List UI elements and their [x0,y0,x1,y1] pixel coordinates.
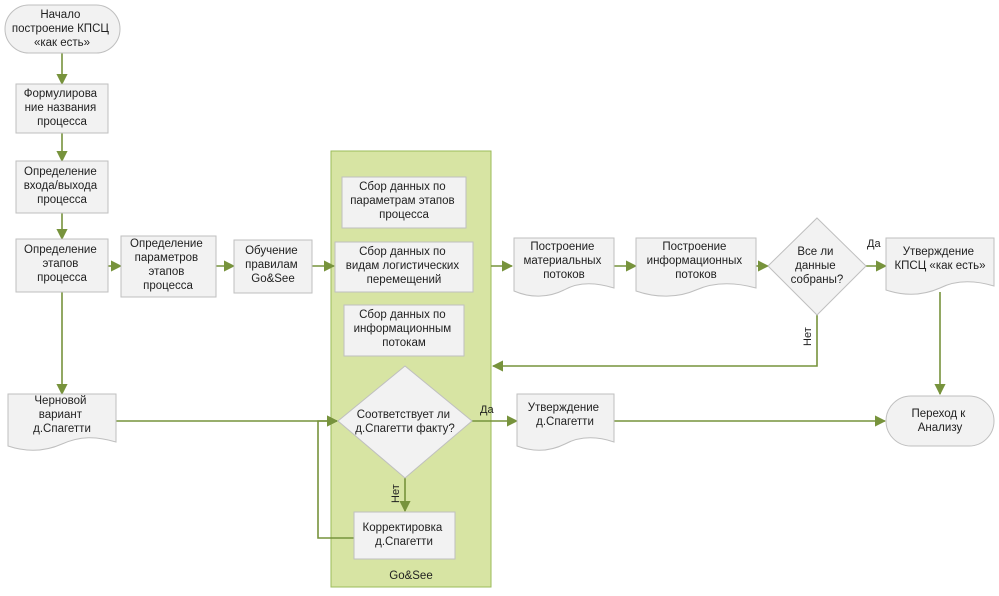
no-label-decision: Нет [802,327,814,346]
stages-label: Определение этапов процесса [24,244,100,284]
params-label: Определение параметров этапов процесса [130,238,206,292]
approve-kpsc-document [885,237,995,295]
connectors [56,53,946,539]
arrow-correction-loop [317,415,354,539]
collect-logistics-label: Сбор данных по видам логистических перем… [346,246,463,286]
training-label: Обучение правилам Go&See [245,245,301,285]
matches-label: Соответствует ли д.Спагетти факту? [355,409,455,435]
draft-spaghetti-document [7,393,117,451]
io-label: Определение входа/выхода процесса [24,166,101,206]
approve-spaghetti-label: Утверждение д.Спагетти [528,402,603,428]
transition-terminator [885,395,995,447]
collect-logistics-box [334,241,474,293]
formulation-box [15,83,109,134]
collect-info-label: Сбор данных по информационным потокам [354,309,455,349]
yes-label-decision: Да [867,238,881,250]
info-flows-label: Построение информационных потоков [647,241,746,281]
transition-label: Переход к Анализу [911,408,968,434]
collect-params-label: Сбор данных по параметрам этапов процесс… [350,181,458,221]
material-flows-document [513,237,615,297]
correction-box [353,511,456,560]
stages-box [15,238,109,293]
start-terminator [4,4,121,54]
all-data-label: Все ли данные собраны? [791,246,844,286]
draft-spaghetti-label: Черновой вариант д.Спагетти [33,395,91,435]
start-label: Начало построение КПСЦ «как есть» [12,9,112,49]
io-box [15,160,109,214]
yes-label-matches: Да [480,404,494,416]
training-box [233,239,313,294]
info-flows-document [635,237,757,297]
collect-params-box [341,176,467,229]
formulation-label: Формулирова ние названия процесса [24,88,101,128]
arrow-decision-no [491,315,818,372]
all-data-decision [767,217,867,316]
matches-decision [337,365,473,479]
no-label-matches: Нет [390,484,402,503]
collect-info-box [343,304,465,357]
correction-label: Корректировка д.Спагетти [363,522,446,548]
go-see-label: Go&See [389,570,432,582]
approve-spaghetti-document [516,393,615,451]
material-flows-label: Построение материальных потоков [523,241,604,281]
approve-kpsc-label: Утверждение КПСЦ «как есть» [894,246,985,272]
params-box [120,235,217,298]
